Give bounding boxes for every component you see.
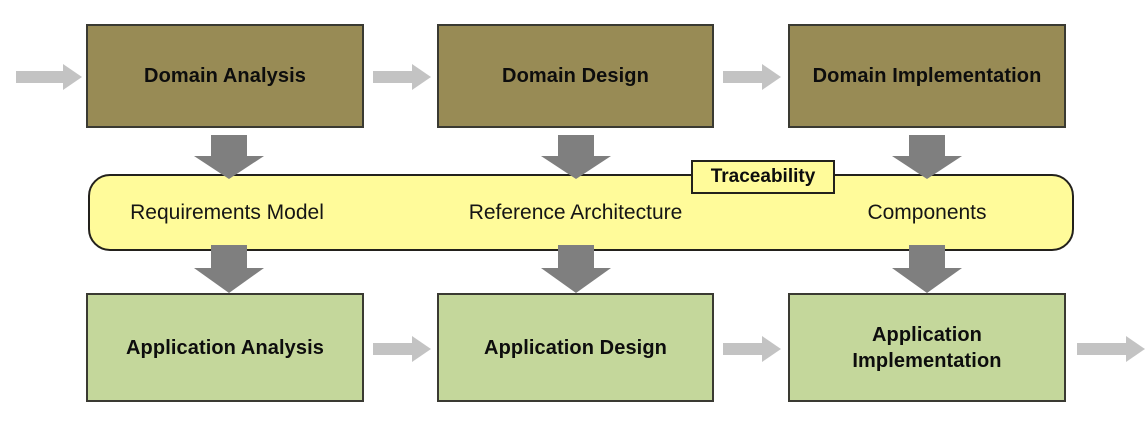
arrow-shaft [558,245,594,268]
arrow-head [1126,336,1145,362]
arrow-right-icon-arrow-domain-analysis-to-design [373,64,431,90]
arrow-head [63,64,82,90]
arrow-head [762,336,781,362]
arrow-head [541,156,611,179]
arrow-shaft [211,245,247,268]
process-box-application-implementation[interactable]: Application Implementation [788,293,1066,402]
arrow-down-icon-arrow-requirements-to-application-analysis [194,245,264,293]
arrow-shaft [723,343,762,355]
arrow-right-icon-arrow-domain-design-to-implementation [723,64,781,90]
arrow-right-icon-exit-arrow-application [1077,336,1145,362]
arrow-head [194,156,264,179]
process-box-domain-design[interactable]: Domain Design [437,24,714,128]
arrow-down-icon-arrow-components-to-application-implementation [892,245,962,293]
process-box-label: Application Analysis [126,336,324,359]
arrow-head [412,336,431,362]
artifact-band: Requirements Model Reference Architecture… [88,174,1074,251]
arrow-shaft [723,71,762,83]
process-box-label: Domain Analysis [144,65,306,87]
arrow-shaft [373,71,412,83]
arrow-down-icon-arrow-architecture-to-application-design [541,245,611,293]
arrow-shaft [16,71,63,83]
arrow-shaft [373,343,412,355]
process-box-label: Application Implementation [852,323,1002,372]
process-box-application-analysis[interactable]: Application Analysis [86,293,364,402]
arrow-right-icon-arrow-application-analysis-to-design [373,336,431,362]
process-box-application-design[interactable]: Application Design [437,293,714,402]
process-box-label: Application Design [484,336,667,359]
arrow-down-icon-arrow-domain-analysis-to-requirements [194,135,264,179]
process-box-domain-implementation[interactable]: Domain Implementation [788,24,1066,128]
arrow-head [412,64,431,90]
artifact-label-requirements-model: Requirements Model [130,200,324,224]
arrow-shaft [1077,343,1126,355]
arrow-head [541,268,611,293]
arrow-head [892,268,962,293]
artifact-label-components: Components [867,200,987,224]
process-box-label: Domain Implementation [812,65,1042,87]
arrow-shaft [909,135,945,156]
arrow-shaft [211,135,247,156]
arrow-head [892,156,962,179]
traceability-callout[interactable]: Traceability [691,160,835,194]
arrow-down-icon-arrow-domain-design-to-architecture [541,135,611,179]
arrow-shaft [909,245,945,268]
arrow-right-icon-arrow-application-design-to-implementation [723,336,781,362]
artifact-label-reference-architecture: Reference Architecture [468,200,683,224]
process-box-domain-analysis[interactable]: Domain Analysis [86,24,364,128]
process-box-label: Domain Design [502,65,649,87]
arrow-head [762,64,781,90]
arrow-right-icon-entry-arrow-domain [16,64,82,90]
arrow-head [194,268,264,293]
arrow-down-icon-arrow-domain-implementation-to-components [892,135,962,179]
arrow-shaft [558,135,594,156]
